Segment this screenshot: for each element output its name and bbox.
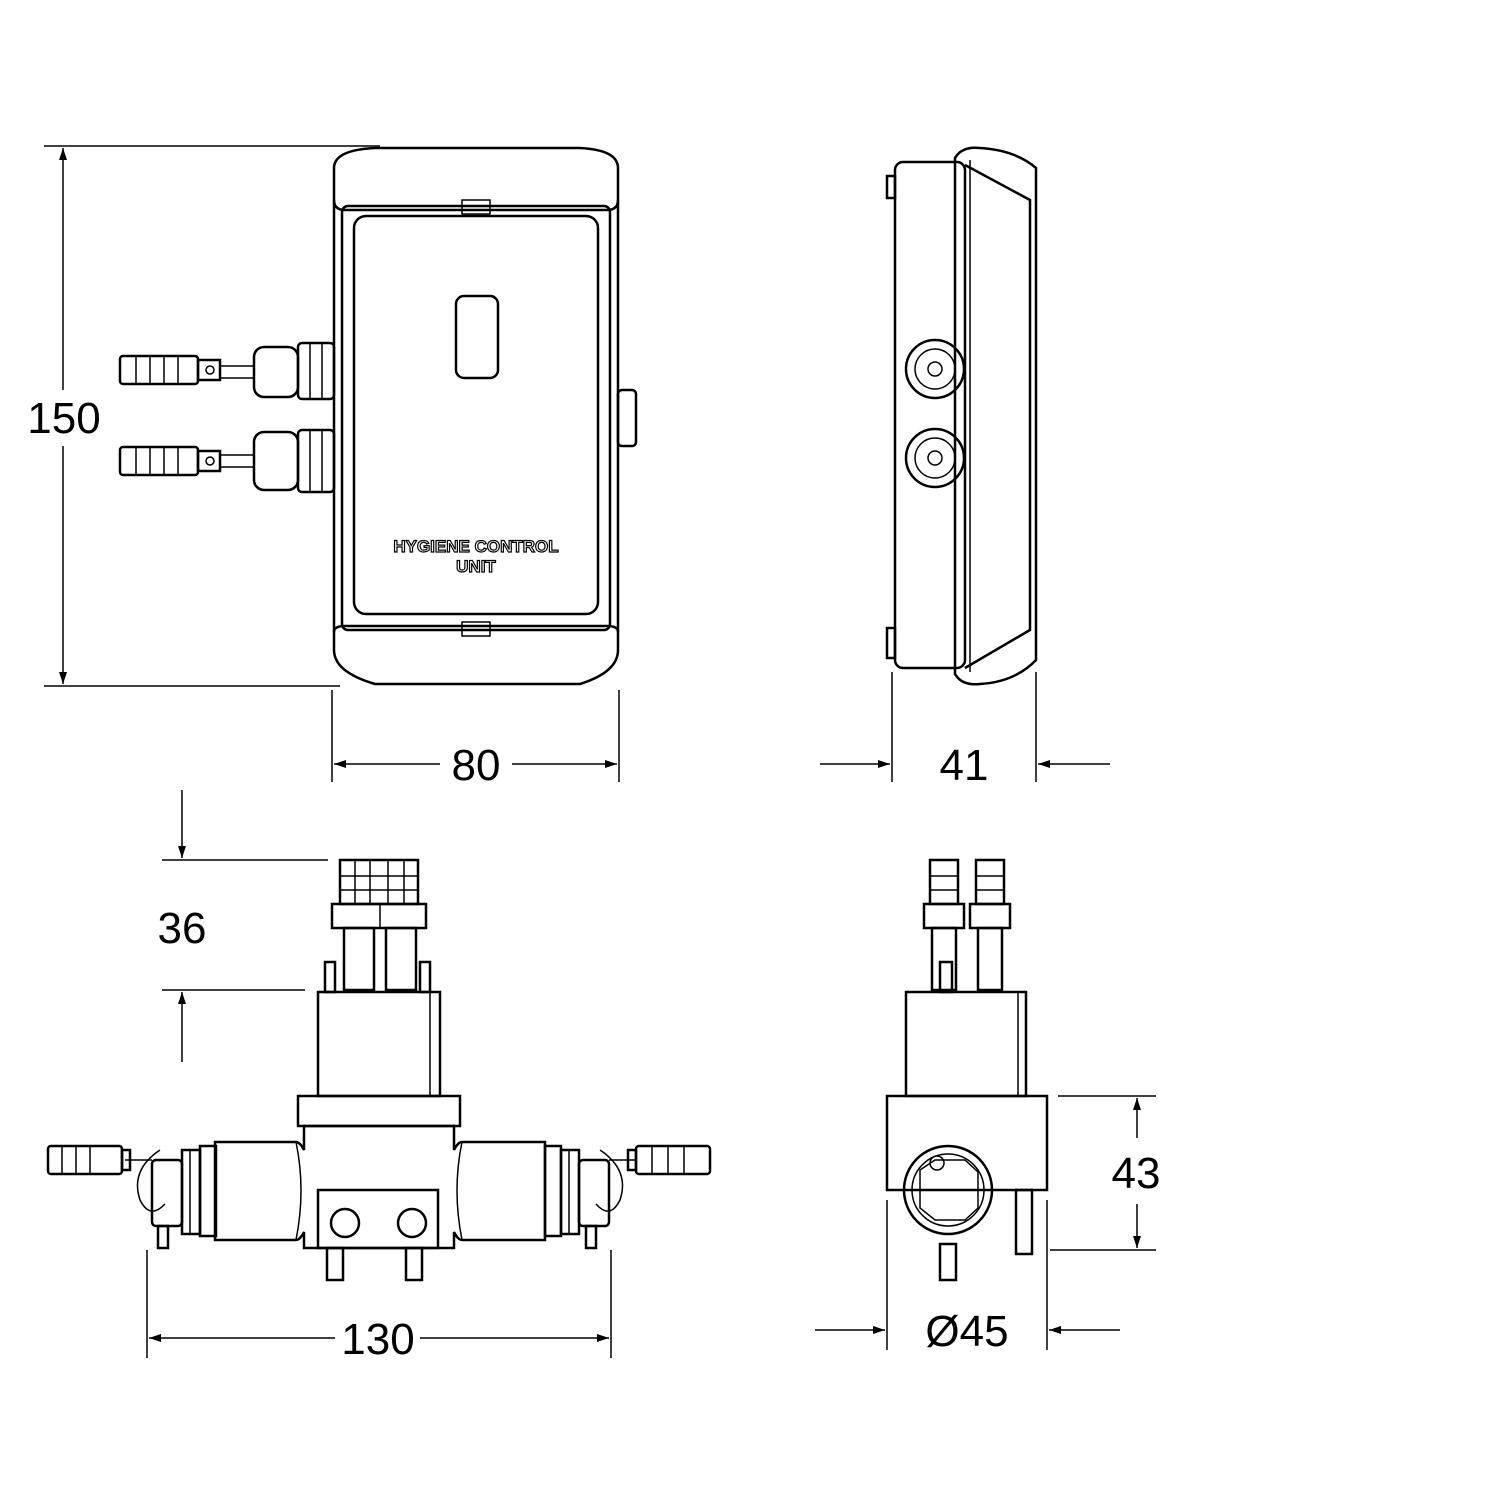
- dimension-depth: 41: [820, 672, 1110, 790]
- top-clip: [461, 199, 491, 215]
- bottom-clip: [461, 621, 491, 637]
- dimension-valve-length: 130: [146, 1250, 612, 1364]
- dimension-height-label: 150: [27, 394, 100, 443]
- side-gland-lower: [904, 427, 966, 489]
- dimension-valve-length-label: 130: [341, 1315, 414, 1364]
- valve-side-view: [885, 858, 1049, 1282]
- indicator-window: [454, 294, 500, 380]
- dimension-width: 80: [331, 690, 620, 790]
- plug-lower: [118, 445, 222, 477]
- dimension-height: 150: [27, 145, 380, 687]
- valve-front-view: [46, 858, 712, 1282]
- unit-label-line1: HYGIENE CONTROL: [393, 537, 558, 556]
- dimension-valve-diameter-label: Ø45: [925, 1307, 1008, 1356]
- cable-gland-upper: [220, 341, 336, 401]
- control-unit-front-view: HYGIENE CONTROL UNIT: [118, 146, 638, 686]
- dimension-valve-diameter: Ø45: [815, 1200, 1120, 1356]
- plug-upper: [118, 354, 222, 386]
- dimension-valve-top: 36: [158, 790, 328, 1062]
- cable-gland-lower: [220, 428, 336, 494]
- unit-label-line2: UNIT: [456, 557, 496, 576]
- dimension-valve-top-label: 36: [158, 904, 207, 953]
- dimension-valve-height: 43: [1050, 1095, 1161, 1251]
- dimension-valve-height-label: 43: [1112, 1149, 1161, 1198]
- dimension-width-label: 80: [452, 741, 501, 790]
- side-button: [616, 388, 638, 448]
- side-gland-upper: [904, 338, 966, 400]
- dimension-depth-label: 41: [940, 741, 989, 790]
- control-unit-side-view: [885, 146, 1038, 686]
